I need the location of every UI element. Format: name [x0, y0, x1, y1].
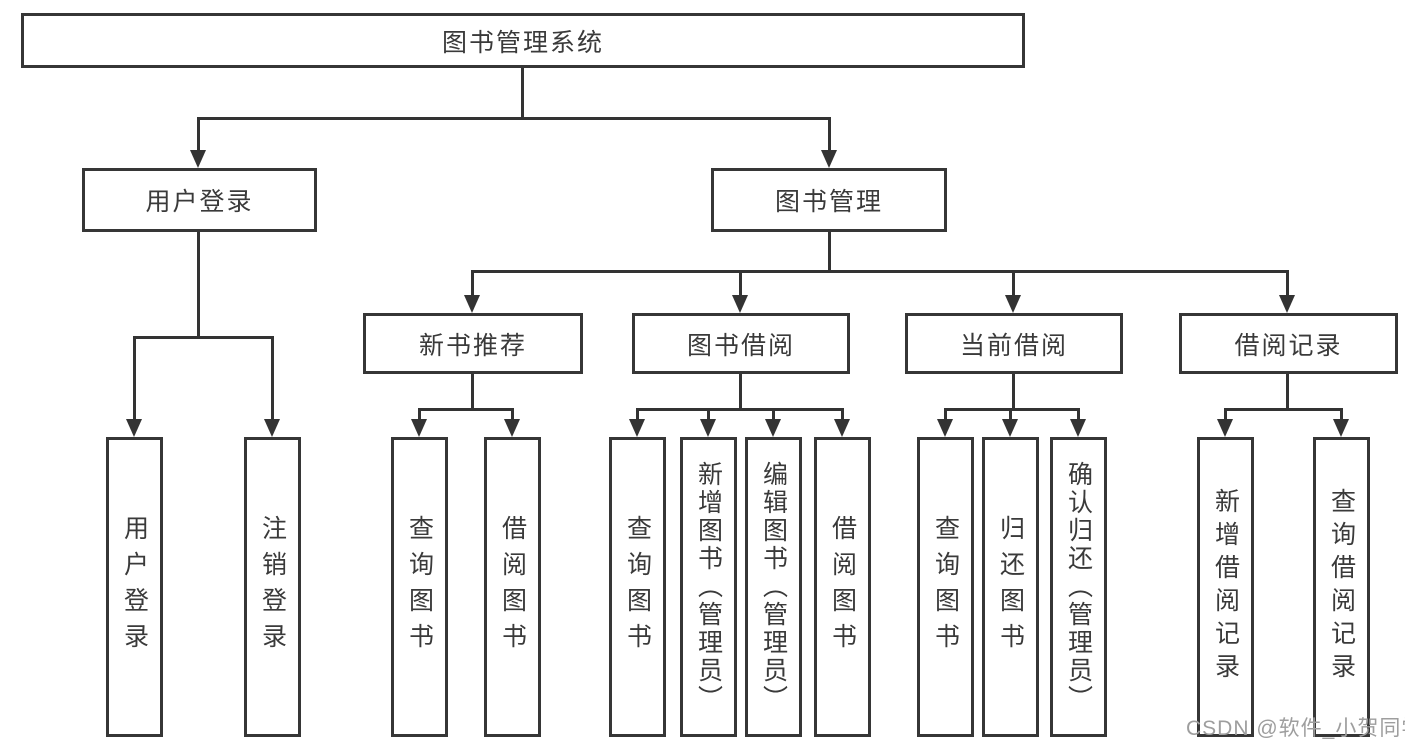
connector-user-login-bus: [133, 336, 273, 339]
connector-stem: [1012, 270, 1015, 296]
node-label: 图书管理系统: [441, 28, 604, 57]
node-label: 当前借阅: [959, 331, 1068, 360]
node-label: 用户登录: [145, 188, 254, 216]
connector-stem: [1077, 408, 1080, 420]
leaf-label: 借阅图书: [828, 515, 857, 659]
arrow-down-icon: [411, 419, 427, 437]
connector-stem: [739, 374, 742, 408]
arrow-down-icon: [765, 419, 781, 437]
node-user-login: 用户登录: [82, 168, 317, 232]
leaf-label: 查询借阅记录: [1327, 488, 1356, 686]
leaf-borrow-add-books-admin: 新增图书（管理员）: [680, 437, 737, 737]
leaf-label: 用户登录: [120, 515, 149, 659]
connector-stem: [1224, 408, 1227, 420]
connector-stem: [841, 408, 844, 420]
connector-stem: [707, 408, 710, 420]
leaf-newbook-borrow-books: 借阅图书: [484, 437, 541, 737]
leaf-records-add-borrow-record: 新增借阅记录: [1197, 437, 1254, 737]
connector-stem: [828, 232, 831, 270]
leaf-current-query-books: 查询图书: [917, 437, 974, 737]
connector-current-borrow-bus: [944, 408, 1080, 411]
connector-stem: [197, 232, 200, 336]
arrow-down-icon: [834, 419, 850, 437]
leaf-borrow-borrow-books: 借阅图书: [814, 437, 871, 737]
arrow-down-icon: [629, 419, 645, 437]
connector-stem: [1012, 374, 1015, 408]
connector-stem: [772, 408, 775, 420]
node-label: 图书管理: [774, 188, 883, 216]
leaf-label: 编辑图书（管理员）: [759, 461, 788, 713]
arrow-down-icon: [126, 419, 142, 437]
arrow-down-icon: [1070, 419, 1086, 437]
leaf-label: 新增借阅记录: [1211, 488, 1240, 686]
connector-stem: [471, 374, 474, 408]
connector-new-book-bus: [418, 408, 514, 411]
arrow-down-icon: [732, 295, 748, 313]
node-current-borrow: 当前借阅: [905, 313, 1123, 374]
node-label: 借阅记录: [1234, 331, 1343, 360]
connector-book-borrow-bus: [636, 408, 843, 411]
node-book-management: 图书管理: [711, 168, 947, 232]
connector-stem: [1340, 408, 1343, 420]
node-borrow-records: 借阅记录: [1179, 313, 1398, 374]
leaf-borrow-edit-books-admin: 编辑图书（管理员）: [745, 437, 802, 737]
leaf-logout: 注销登录: [244, 437, 301, 737]
arrow-down-icon: [700, 419, 716, 437]
leaf-records-query-borrow-record: 查询借阅记录: [1313, 437, 1370, 737]
arrow-down-icon: [1217, 419, 1233, 437]
leaf-label: 查询图书: [931, 515, 960, 659]
leaf-label: 借阅图书: [498, 515, 527, 659]
node-label: 图书借阅: [686, 331, 795, 360]
leaf-borrow-query-books: 查询图书: [609, 437, 666, 737]
leaf-label: 新增图书（管理员）: [694, 461, 723, 713]
leaf-newbook-query-books: 查询图书: [391, 437, 448, 737]
connector-stem: [271, 336, 274, 419]
connector-stem: [471, 270, 474, 296]
connector-stem: [944, 408, 947, 420]
arrow-down-icon: [190, 150, 206, 168]
arrow-down-icon: [1333, 419, 1349, 437]
connector-stem: [1009, 408, 1012, 420]
arrow-down-icon: [937, 419, 953, 437]
node-new-book-recommend: 新书推荐: [363, 313, 583, 374]
connector-level3-bus: [471, 270, 1289, 273]
connector-stem: [511, 408, 514, 420]
node-library-management-system: 图书管理系统: [21, 13, 1025, 68]
arrow-down-icon: [1279, 295, 1295, 313]
csdn-watermark: CSDN @软件_小贺同学: [1186, 717, 1405, 740]
leaf-label: 查询图书: [623, 515, 652, 659]
leaf-label: 查询图书: [405, 515, 434, 659]
leaf-label: 归还图书: [996, 515, 1025, 659]
connector-stem: [418, 408, 421, 420]
arrow-down-icon: [1005, 295, 1021, 313]
connector-stem: [739, 270, 742, 296]
leaf-current-return-books: 归还图书: [982, 437, 1039, 737]
connector-stem: [1286, 270, 1289, 296]
arrow-down-icon: [464, 295, 480, 313]
connector-stem: [828, 117, 831, 151]
connector-stem: [133, 336, 136, 419]
leaf-label: 注销登录: [258, 515, 287, 659]
arrow-down-icon: [1002, 419, 1018, 437]
leaf-label: 确认归还（管理员）: [1064, 461, 1093, 713]
leaf-current-confirm-return-admin: 确认归还（管理员）: [1050, 437, 1107, 737]
arrow-down-icon: [504, 419, 520, 437]
node-label: 新书推荐: [418, 331, 527, 360]
node-book-borrow: 图书借阅: [632, 313, 850, 374]
connector-root-stem: [521, 68, 524, 118]
arrow-down-icon: [821, 150, 837, 168]
connector-level2-bus: [197, 117, 831, 120]
connector-stem: [1286, 374, 1289, 408]
connector-stem: [636, 408, 639, 420]
connector-stem: [197, 117, 200, 151]
arrow-down-icon: [264, 419, 280, 437]
leaf-user-login: 用户登录: [106, 437, 163, 737]
connector-borrow-records-bus: [1224, 408, 1342, 411]
